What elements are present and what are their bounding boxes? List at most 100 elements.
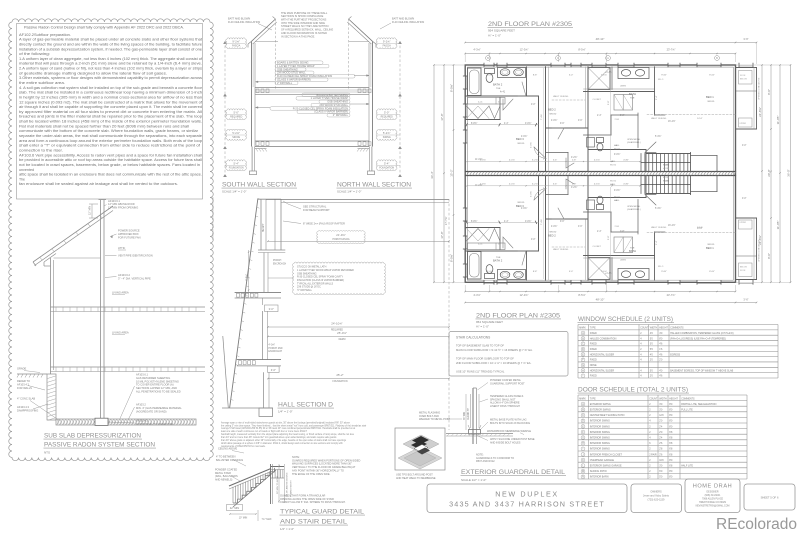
svg-text:BASEMENT EGRESS, TOP OF WINDOW: BASEMENT EGRESS, TOP OF WINDOW 7' ABOVE … xyxy=(670,369,733,372)
svg-text:BED 1: BED 1 xyxy=(706,95,714,99)
svg-text:4'-3⅝": 4'-3⅝" xyxy=(473,293,480,297)
svg-text:CLOSET: CLOSET xyxy=(593,99,602,101)
svg-text:51: 51 xyxy=(498,101,501,103)
svg-text:UPPER: UPPER xyxy=(740,123,747,125)
svg-text:VAULT CEILING: VAULT CEILING xyxy=(553,248,569,251)
svg-text:THE EDGE OF THE OPEN SIDE.: THE EDGE OF THE OPEN SIDE. xyxy=(292,472,331,476)
svg-text:FIXED: FIXED xyxy=(590,375,597,378)
svg-text:4'-4": 4'-4" xyxy=(504,221,509,223)
svg-text:+1'-88: +1'-88 xyxy=(605,273,612,275)
svg-text:11'-85": 11'-85" xyxy=(776,116,780,125)
svg-text:4" TO BETWEEN: 4" TO BETWEEN xyxy=(216,456,236,459)
svg-text:N: N xyxy=(582,476,584,479)
svg-text:3'0: 3'0 xyxy=(659,465,663,468)
svg-text:2ND FLOOR SUBFLOOR = 10'-1 ⅝": 2ND FLOOR SUBFLOOR = 10'-1 ⅝" = 16 RISER… xyxy=(456,361,532,365)
svg-text:2'6: 2'6 xyxy=(659,442,663,445)
svg-text:4: 4 xyxy=(640,343,642,346)
svg-text:2'4: 2'4 xyxy=(659,425,663,428)
svg-text:The: The xyxy=(19,177,25,181)
svg-text:42" MIN: 42" MIN xyxy=(230,506,239,510)
svg-text:EXTERIOR SWING: EXTERIOR SWING xyxy=(590,409,611,412)
svg-text:MARK: MARK xyxy=(579,397,586,400)
svg-text:5'-4": 5'-4" xyxy=(384,162,389,166)
svg-text:BATH: BATH xyxy=(629,92,636,96)
svg-text:2: 2 xyxy=(649,459,651,462)
svg-text:2'-4": 2'-4" xyxy=(597,231,602,233)
svg-text:requirements of RSbd R507/2 fo: requirements of RSbd R507/2 for max load… xyxy=(221,445,266,448)
svg-text:M: M xyxy=(582,470,584,473)
svg-text:9'-65": 9'-65" xyxy=(661,271,667,273)
svg-text:HRENT RIDGE CO 80029: HRENT RIDGE CO 80029 xyxy=(699,502,727,504)
svg-text:8'0: 8'0 xyxy=(659,337,663,340)
svg-text:954 SQUARE FEET: 954 SQUARE FEET xyxy=(488,29,515,33)
svg-text:INTERIOR SWING: INTERIOR SWING xyxy=(590,437,610,440)
svg-text:COMMENTS: COMMENTS xyxy=(670,328,684,330)
svg-text:8'-8⅝": 8'-8⅝" xyxy=(471,220,478,223)
svg-text:DAMPPROOFING: DAMPPROOFING xyxy=(17,408,38,412)
svg-text:NONE: NONE xyxy=(590,364,597,367)
svg-text:VAULT CEILING: VAULT CEILING xyxy=(651,226,667,229)
svg-text:INTERIOR SWING: INTERIOR SWING xyxy=(590,448,610,451)
svg-text:ALLOW A 4" DIA SPHERE: ALLOW A 4" DIA SPHERE xyxy=(490,402,520,405)
svg-text:2'0: 2'0 xyxy=(650,375,654,378)
svg-text:8'0: 8'0 xyxy=(669,459,673,462)
svg-text:installation of a subslab depr: installation of a subslab depressurizati… xyxy=(19,47,202,51)
svg-text:GRADE: GRADE xyxy=(17,367,26,371)
svg-text:3" - 4" DIA. VERTICAL PIPE: 3" - 4" DIA. VERTICAL PIPE xyxy=(118,276,151,280)
svg-text:1 LAYER TYVEK WOOD WRAP VAPOR: 1 LAYER TYVEK WOOD WRAP VAPOR RETARDER xyxy=(297,269,354,272)
svg-text:HEIGHT: HEIGHT xyxy=(669,398,678,400)
svg-text:OVER BOLT AND: OVER BOLT AND xyxy=(419,415,439,418)
svg-text:4'6: 4'6 xyxy=(659,375,663,378)
svg-text:7¾" MAX: 7¾" MAX xyxy=(262,518,272,521)
svg-text:3435 AND 3437 HARRISON STREET: 3435 AND 3437 HARRISON STREET xyxy=(449,500,605,509)
svg-text:GUARD HT: GUARD HT xyxy=(467,407,470,420)
svg-text:R-20 CLOSED CEL SPRAY FOAM INS: R-20 CLOSED CEL SPRAY FOAM INSULATION xyxy=(277,74,332,78)
svg-text:ANY POINT WITHIN 36" HORIZONT: ANY POINT WITHIN 36" HORIZONTALLY TO xyxy=(292,469,344,473)
svg-text:12" MIN ABOVE ROOF: 12" MIN ABOVE ROOF xyxy=(108,202,135,206)
svg-text:WOOD: WOOD xyxy=(614,197,621,199)
svg-text:WOOD: WOOD xyxy=(614,149,621,151)
svg-text:AF103.6.2: AF103.6.2 xyxy=(118,273,131,277)
svg-text:NOTE:: NOTE: xyxy=(292,455,300,459)
svg-text:OSB SHEATHING: OSB SHEATHING xyxy=(297,272,317,275)
svg-text:8'-8⅝": 8'-8⅝" xyxy=(471,122,478,125)
svg-text:K: K xyxy=(582,459,584,462)
svg-text:R-40 CEILING INSULATION: R-40 CEILING INSULATION xyxy=(228,20,260,24)
svg-text:ALL PENETRATIONS TO BE SEALED: ALL PENETRATIONS TO BE SEALED xyxy=(136,390,181,394)
svg-text:STUCCO ON METAL LATH: STUCCO ON METAL LATH xyxy=(297,266,327,269)
svg-text:DERM: DERM xyxy=(339,339,346,341)
svg-text:8'-0⅝": 8'-0⅝" xyxy=(450,84,454,92)
svg-text:8'-0⅝": 8'-0⅝" xyxy=(450,254,454,262)
svg-text:GAS RETARDER SHEETING: GAS RETARDER SHEETING xyxy=(136,376,170,380)
svg-text:8'0: 8'0 xyxy=(669,414,673,417)
svg-text:34'-4": 34'-4" xyxy=(430,171,434,178)
svg-text:4'6: 4'6 xyxy=(659,343,663,346)
svg-text:Flat mat materials shall not b: Flat mat materials shall not be spaced f… xyxy=(19,124,189,128)
svg-text:7068 ALLEN PLACE: 7068 ALLEN PLACE xyxy=(702,498,724,501)
svg-text:GUARD HEIGHT: GUARD HEIGHT xyxy=(290,480,293,497)
svg-text:1.A uniform layer of clean agg: 1.A uniform layer of clean aggregate, no… xyxy=(19,57,202,61)
svg-text:FOR WALLS: FOR WALLS xyxy=(17,386,32,390)
svg-text:AF103.6 Vent pipe accessibilit: AF103.6 Vent pipe accessibility. Access … xyxy=(19,153,202,157)
svg-text:WINDOW SCHEDULE (2 UNITS): WINDOW SCHEDULE (2 UNITS) xyxy=(578,317,673,323)
svg-text:FIXED: FIXED xyxy=(590,343,597,346)
svg-text:B: B xyxy=(582,409,584,412)
svg-text:3'-0": 3'-0" xyxy=(742,198,747,200)
svg-text:2'4: 2'4 xyxy=(659,437,663,440)
svg-text:GUARDS THAT FORM A TRIANGULAR: GUARDS THAT FORM A TRIANGULAR xyxy=(280,493,326,497)
svg-text:EXTERIOR GUARDRAIL DETAIL: EXTERIOR GUARDRAIL DETAIL xyxy=(461,469,566,476)
svg-text:5'-8": 5'-8" xyxy=(608,235,610,240)
svg-text:4'-6⅝": 4'-6⅝" xyxy=(521,135,528,138)
svg-text:R-30 CLOSED CEL SPRAY FOAM CAV: R-30 CLOSED CEL SPRAY FOAM CAVITY xyxy=(297,276,344,279)
svg-text:APPLY SILICONE UNDER POST BASE: APPLY SILICONE UNDER POST BASE xyxy=(490,438,535,441)
svg-text:WELDED TO METAL POST: WELDED TO METAL POST xyxy=(419,418,450,421)
svg-text:36" MIN TO NOSE: 36" MIN TO NOSE xyxy=(277,475,279,494)
svg-text:BED 1: BED 1 xyxy=(706,246,714,250)
svg-text:PORCH: PORCH xyxy=(273,260,282,262)
svg-text:A: A xyxy=(607,57,609,60)
svg-text:WOOD: WOOD xyxy=(610,181,617,183)
svg-text:separate the under-slab areas,: separate the under-slab areas, the mat s… xyxy=(19,134,202,138)
svg-text:COMMENTS: COMMENTS xyxy=(681,398,695,400)
svg-text:3.Other materials, systems or: 3.Other materials, systems or floor desi… xyxy=(19,76,202,80)
svg-text:attic space shall be isolated: attic space shall be isolated in an encl… xyxy=(19,173,202,177)
